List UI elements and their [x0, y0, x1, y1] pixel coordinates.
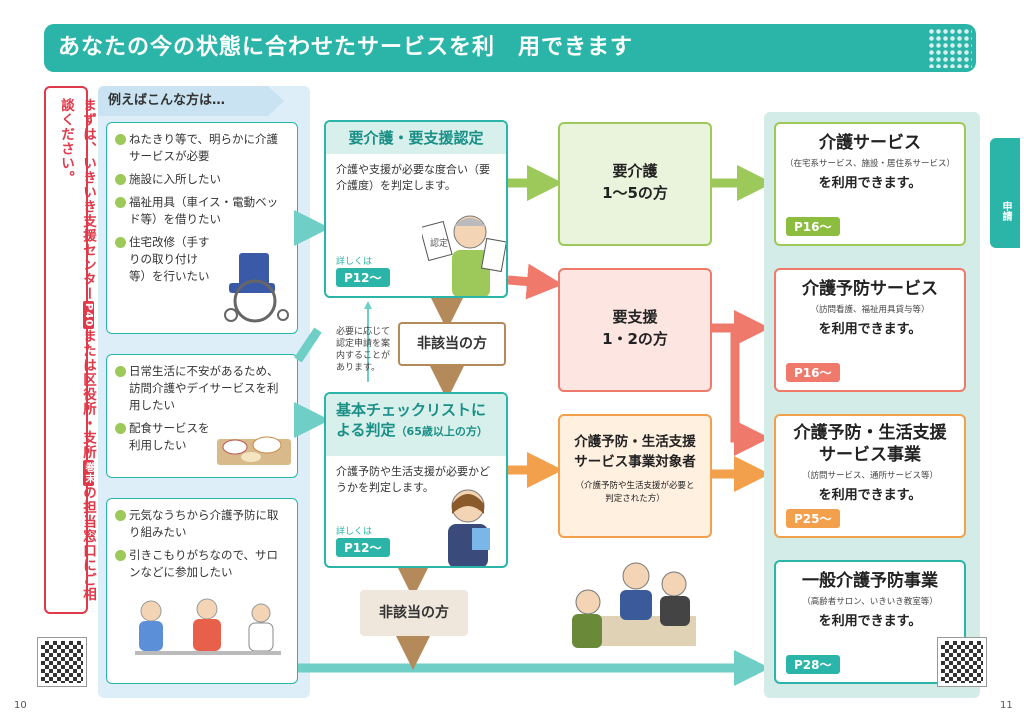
- list-item: 住宅改修（手すりの取り付け等）を行いたい: [115, 234, 215, 285]
- dot-pattern: [928, 28, 972, 68]
- page-tag-appendix: 巻末: [83, 459, 94, 486]
- service-card-lifestyle: 介護予防・生活支援 サービス事業 （訪問サービス、通所サービス等） を利用できま…: [774, 414, 966, 538]
- page-ref-badge: P12～: [336, 538, 390, 557]
- care-level-box: 要介護 1～5の方: [558, 122, 712, 246]
- example-card-prevention: 元気なうちから介護予防に取り組みたい 引きこもりがちなので、サロンなどに参加した…: [106, 498, 298, 684]
- page-ref-badge: P16～: [786, 363, 840, 382]
- not-applicable-box: 非該当の方: [360, 590, 468, 636]
- list-item: 日常生活に不安があるため、訪問介護やデイサービスを利用したい: [115, 363, 289, 414]
- qr-code-left: [37, 637, 87, 687]
- meal-tray-illustration: [217, 436, 291, 465]
- service-card-prevention: 介護予防サービス （訪問看護、福祉用具貸与等） を利用できます。 P16～: [774, 268, 966, 392]
- checklist-desc: 介護予防や生活支援が必要かどうかを判定します。: [336, 465, 490, 494]
- service-target-box: 介護予防・生活支援 サービス事業対象者 （介護予防や生活支援が必要と判定された方…: [558, 414, 712, 538]
- checklist-title: 基本チェックリストによる判定（65歳以上の方）: [326, 394, 506, 456]
- care-certification-box: 要介護・要支援認定 介護や支援が必要な度合い（要介護度）を判定します。 詳しくは…: [324, 120, 508, 298]
- not-applicable-box: 非該当の方: [398, 322, 506, 366]
- page-ref-badge: P12～: [336, 268, 390, 287]
- list-item: 引きこもりがちなので、サロンなどに参加したい: [115, 547, 289, 581]
- page-ref-badge: P28～: [786, 655, 840, 674]
- care-certification-desc: 介護や支援が必要な度合い（要介護度）を判定します。: [336, 163, 490, 192]
- page-ref-badge: P25～: [786, 509, 840, 528]
- page-tag-p40: P40: [83, 301, 94, 330]
- tab-application[interactable]: 申請: [990, 138, 1020, 248]
- elderly-man-illustration: 認定: [422, 215, 506, 296]
- svg-text:認定: 認定: [430, 237, 448, 249]
- service-card-general: 一般介護予防事業 （高齢者サロン、いきいき教室等） を利用できます。 P28～: [774, 560, 966, 684]
- elderly-exercise-illustration: [135, 598, 281, 655]
- checklist-box: 基本チェックリストによる判定（65歳以上の方） 介護予防や生活支援が必要かどうか…: [324, 392, 508, 568]
- consult-text: まずは、いきいき支援センターP40または区役所・支所巻末の担当窓口にご相談くださ…: [58, 98, 96, 602]
- page-number-right: 11: [1000, 700, 1013, 711]
- page-title: あなたの今の状態に合わせたサービスを利 用できます: [44, 24, 976, 72]
- list-item: 元気なうちから介護予防に取り組みたい: [115, 507, 289, 541]
- example-card-care: ねたきり等で、明らかに介護サービスが必要 施設に入所したい 福祉用具（車イス・電…: [106, 122, 298, 334]
- list-item: 施設に入所したい: [115, 171, 289, 188]
- qr-code-right: [937, 637, 987, 687]
- service-card-care: 介護サービス （在宅系サービス、施設・居住系サービス） を利用できます。 P16…: [774, 122, 966, 246]
- list-item: 福祉用具（車イス・電動ベッド等）を借りたい: [115, 194, 289, 228]
- detail-label: 詳しくは: [336, 257, 373, 267]
- examples-heading: 例えばこんな方は…: [98, 86, 284, 116]
- consultation-illustration: [572, 562, 696, 648]
- list-item: ねたきり等で、明らかに介護サービスが必要: [115, 131, 289, 165]
- care-certification-title: 要介護・要支援認定: [326, 122, 506, 154]
- example-card-support: 日常生活に不安があるため、訪問介護やデイサービスを利用したい 配食サービスを利用…: [106, 354, 298, 478]
- detail-label: 詳しくは: [336, 527, 373, 537]
- page-number-left: 10: [14, 700, 27, 711]
- wheelchair-illustration: [224, 253, 289, 323]
- consult-box: まずは、いきいき支援センターP40または区役所・支所巻末の担当窓口にご相談くださ…: [44, 86, 96, 614]
- application-note: 必要に応じて認定申請を案内することがあります。: [336, 327, 391, 373]
- support-level-box: 要支援 1・2の方: [558, 268, 712, 392]
- staff-woman-illustration: [448, 489, 490, 566]
- page-ref-badge: P16～: [786, 217, 840, 236]
- list-item: 配食サービスを利用したい: [115, 420, 211, 454]
